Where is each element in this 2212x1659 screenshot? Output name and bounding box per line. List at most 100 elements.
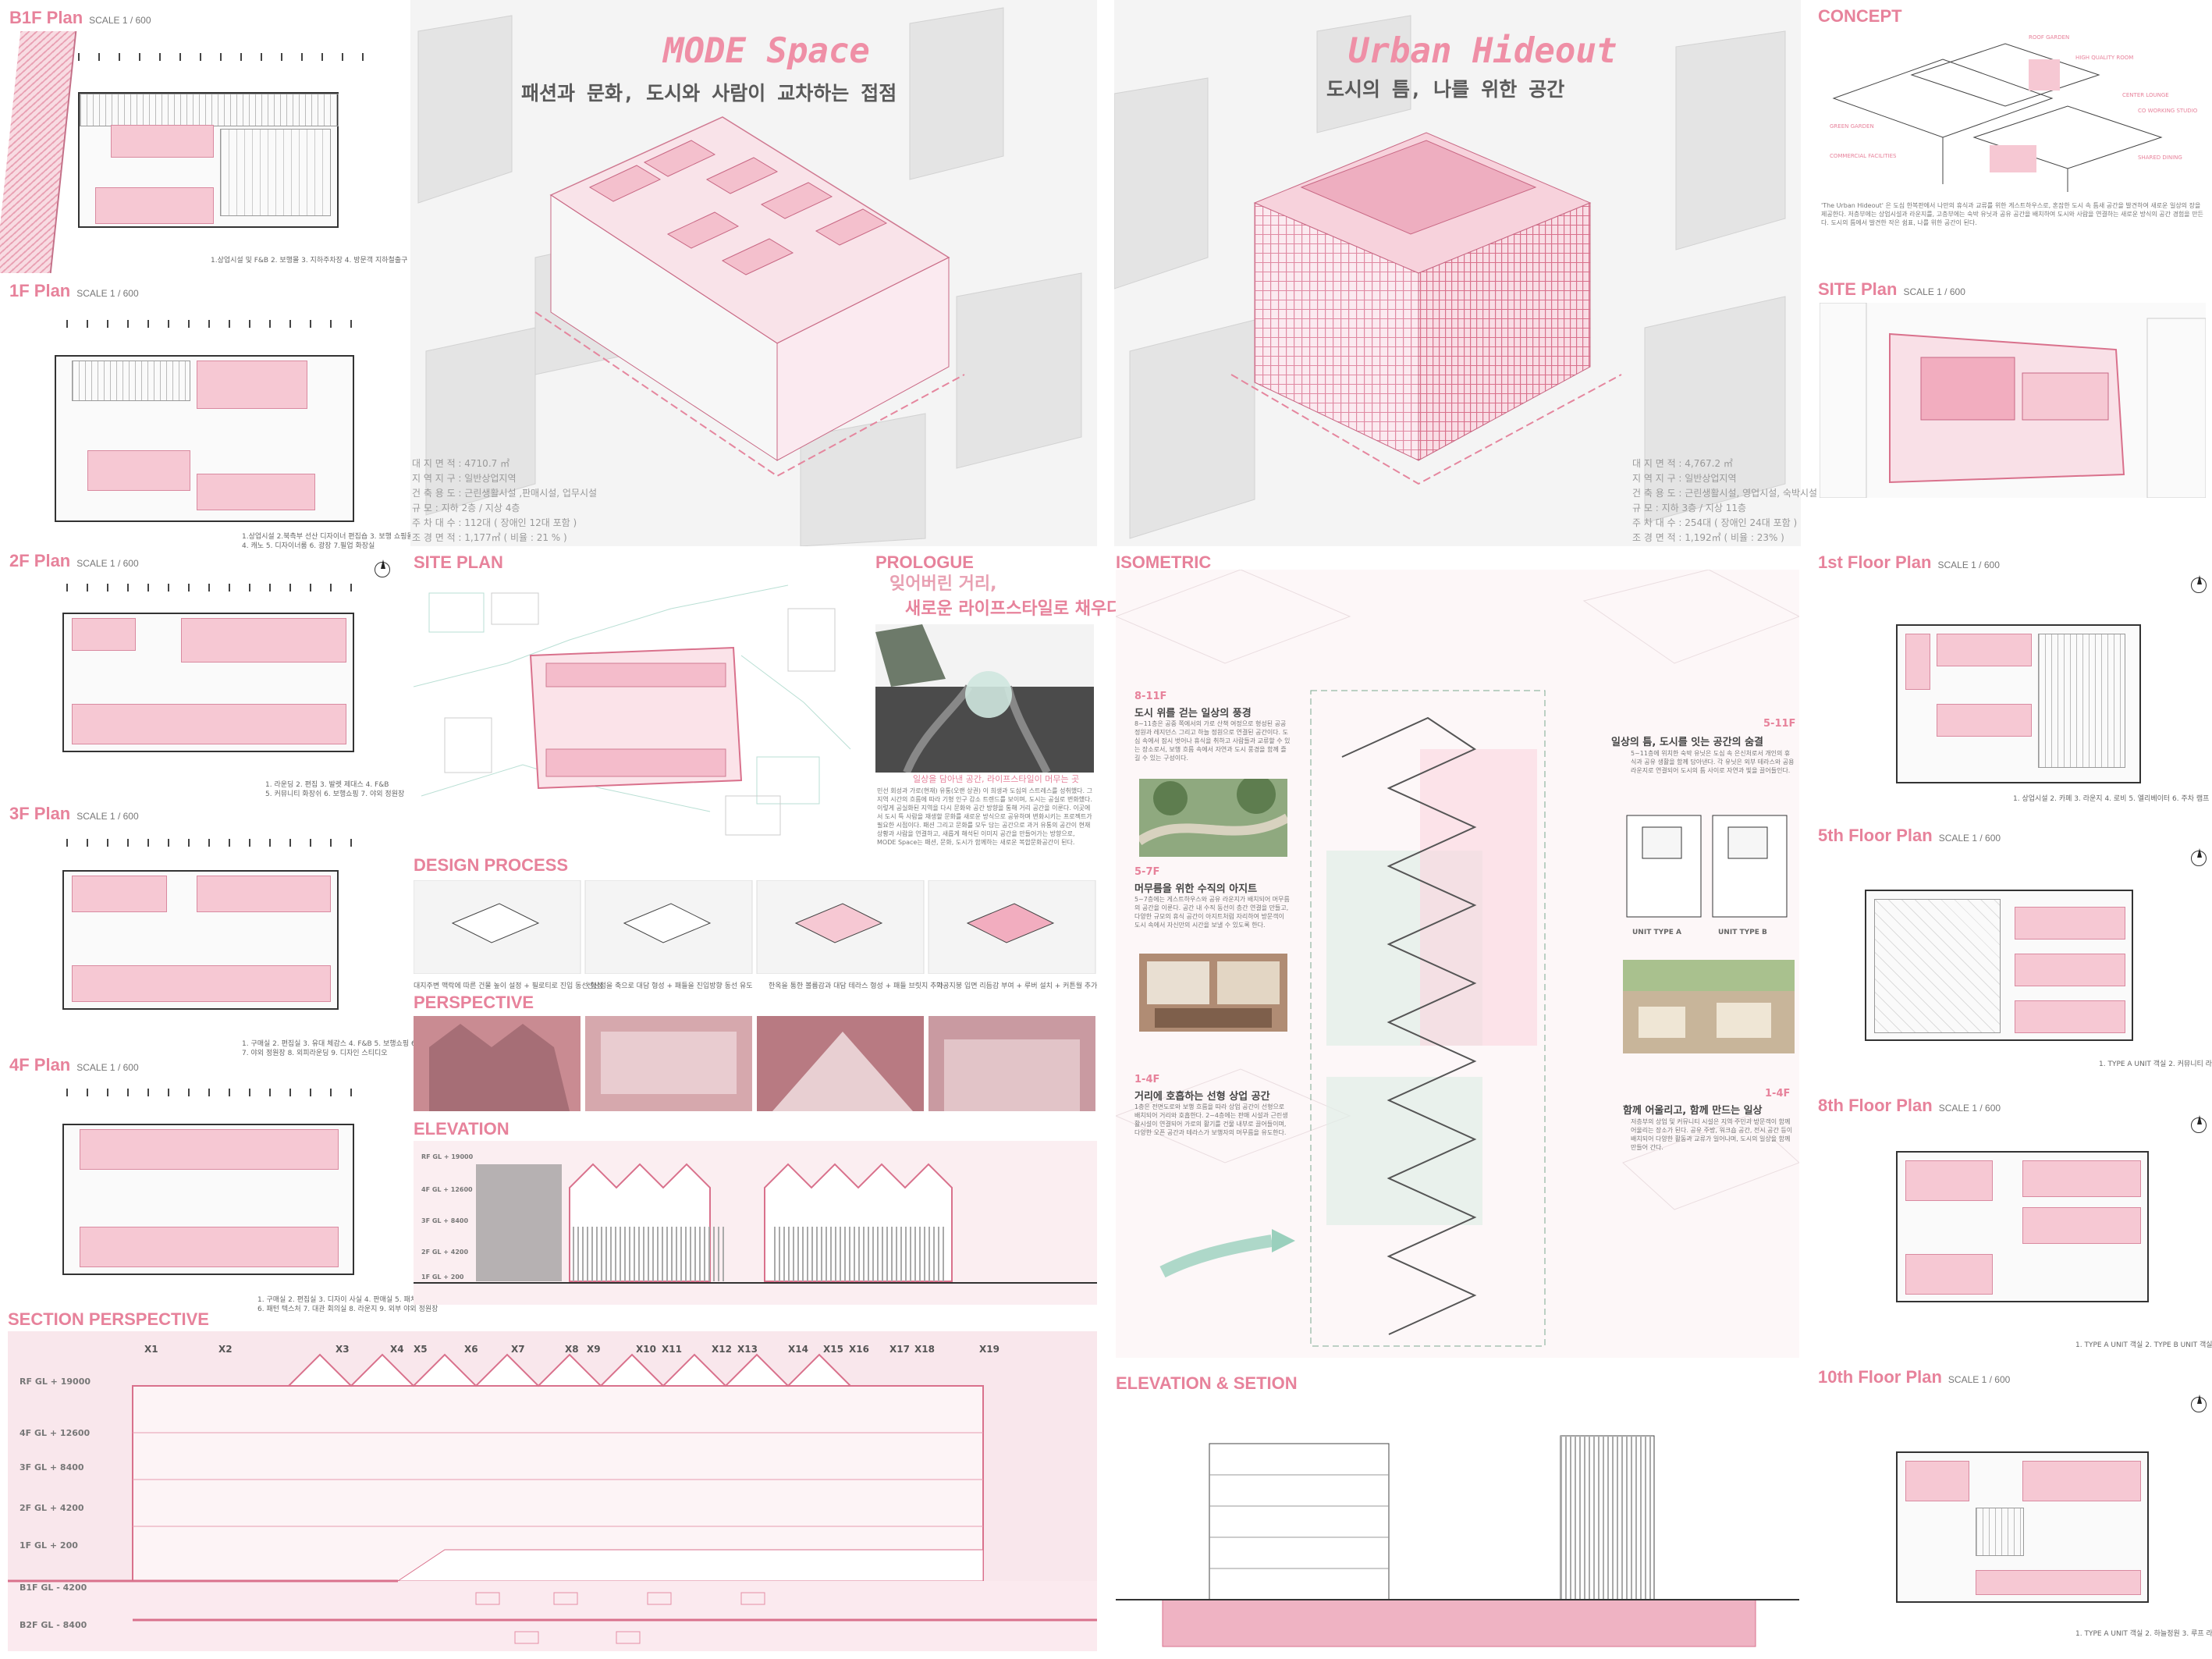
f1-caption-1: 1.상업시설 2.북측부 선산 디자이너 편집숍 3. 보행 쇼핑몰 <box>242 533 414 541</box>
prologue-line-2: 새로운 라이프스타일로 채우다 <box>905 599 1123 619</box>
section-level-b2f: B2F GL - 8400 <box>20 1620 87 1630</box>
prologue-photo-caption: 일상을 담아낸 공간, 라이프스타일이 머무는 곳 <box>913 774 1080 784</box>
prologue-photo <box>875 624 1094 773</box>
unit-type-a-label: UNIT TYPE A <box>1632 929 1681 936</box>
elev-level-rf: RF GL + 19000 <box>421 1153 474 1160</box>
grid-x10: X10 <box>636 1344 656 1355</box>
section-level-1f: 1F GL + 200 <box>20 1540 78 1551</box>
design-step-2: 선산점을 축으로 대담 형성 + 패들을 진입방향 동선 유도 <box>587 982 753 990</box>
iso-tag-1-4f-right: 1-4F <box>1765 1088 1791 1099</box>
iso-photo-garden <box>1139 779 1287 857</box>
prologue-text: 민선 회성과 가로(현재) 유통(오랜 상권) 이 희생과 도심의 스트레스를 … <box>877 787 1092 846</box>
grid-x6: X6 <box>464 1344 478 1355</box>
r1f-caption: 1. 상업시설 2. 카페 3. 라운지 4. 로비 5. 엘리베이터 6. 주… <box>2013 795 2210 803</box>
north-arrow-icon <box>2191 1394 2207 1412</box>
scale-bar <box>66 584 363 591</box>
mode-subtitle: 패션과 문화, 도시와 사람이 교차하는 접점 <box>521 82 897 105</box>
r10f-caption: 1. TYPE A UNIT 객실 2. 하늘정원 3. 루프 라운지 <box>2075 1630 2212 1638</box>
iso-text-1-4f: 1층은 전면도로와 보행 흐름을 따라 상업 공간이 선형으로 배치되어 거리와… <box>1134 1103 1288 1136</box>
elev-level-4f: 4F GL + 12600 <box>421 1186 473 1193</box>
grid-x3: X3 <box>336 1344 350 1355</box>
concept-title: CONCEPT <box>1818 6 1902 26</box>
concept-label-co-working: CO WORKING STUDIO <box>2138 108 2198 114</box>
f3-caption-2: 7. 야외 정원장 8. 외피라운딩 9. 디자인 스티디오 <box>242 1050 388 1057</box>
iso-head-5-7f: 머무름을 위한 수직의 아지트 <box>1134 883 1258 895</box>
b1f-caption: 1.상업시설 및 F&B 2. 보행몰 3. 지하주차장 4. 방문객 지하철출… <box>211 257 408 265</box>
grid-x2: X2 <box>218 1344 233 1355</box>
scale-bar <box>66 320 355 328</box>
r8f-plan-drawing <box>1896 1151 2149 1302</box>
section-level-4f: 4F GL + 12600 <box>20 1428 91 1438</box>
north-arrow-icon <box>375 560 390 577</box>
design-process-diagrams <box>413 879 1097 975</box>
section-perspective-title: SECTION PERSPECTIVE <box>8 1309 209 1329</box>
grid-x17: X17 <box>889 1344 910 1355</box>
mode-hero-panel <box>410 0 1097 546</box>
f3-caption-1: 1. 구매실 2. 편집실 3. 유대 체감스 4. F&B 5. 보행쇼핑 6… <box>242 1040 427 1048</box>
elevation-title: ELEVATION <box>414 1119 510 1139</box>
concept-diagram <box>1818 28 2200 200</box>
f1-caption-2: 4. 캐노 5. 디자이너룸 6. 광장 7.필업 화장실 <box>242 542 375 550</box>
grid-x1: X1 <box>144 1344 158 1355</box>
urban-hero-drawing <box>1114 15 1786 539</box>
f3-plan-drawing <box>62 870 339 1010</box>
f1-plan-drawing <box>55 355 354 522</box>
section-level-3f: 3F GL + 8400 <box>20 1462 84 1472</box>
elevation-section-title: ELEVATION & SETION <box>1116 1373 1298 1393</box>
f2-caption-1: 1. 라운딩 2. 편집 3. 발렛 제대스 4. F&B <box>265 781 389 789</box>
mode-title: MODE Space <box>663 31 870 71</box>
grid-x8: X8 <box>565 1344 579 1355</box>
north-arrow-icon <box>2191 575 2207 593</box>
site-plan-title: SITE PLAN <box>414 552 503 572</box>
iso-head-1-4f: 거리에 호흡하는 선형 상업 공간 <box>1134 1091 1270 1103</box>
f4-caption-2: 6. 패턴 텍스처 7. 대관 회의실 8. 라운지 9. 외부 야외 정원장 <box>257 1306 438 1313</box>
iso-head-8-11f: 도시 위를 걷는 일상의 풍경 <box>1134 708 1252 719</box>
scale-bar <box>78 53 375 61</box>
design-step-4: 막공지붕 입면 리듬감 부여 + 루버 설치 + 커튼월 추가 <box>936 982 1098 990</box>
f4-caption-1: 1. 구매실 2. 편집실 3. 디자이 사실 4. 판매실 5. 패치공간 <box>257 1296 430 1304</box>
prologue-line-1: 잊어버린 거리, <box>889 574 997 594</box>
grid-x4: X4 <box>390 1344 404 1355</box>
site-plan-drawing <box>413 577 858 851</box>
grid-x15: X15 <box>823 1344 843 1355</box>
iso-photo-lounge <box>1139 954 1287 1032</box>
iso-head-5-11f: 일상의 틈, 도시를 잇는 공간의 숨결 <box>1611 737 1764 748</box>
grid-x19: X19 <box>979 1344 999 1355</box>
iso-text-5-11f: 5~11층에 위치한 숙박 유닛은 도심 속 은신처로서 개인의 휴식과 공유 … <box>1631 750 1795 774</box>
r8f-caption: 1. TYPE A UNIT 객실 2. TYPE B UNIT 객실 3. 공… <box>2075 1341 2212 1349</box>
concept-text: 'The Urban Hideout' 은 도심 한복판에서 나만의 휴식과 교… <box>1821 202 2203 226</box>
iso-tag-8-11f: 8-11F <box>1134 691 1167 702</box>
r10f-plan-drawing <box>1896 1451 2149 1603</box>
concept-label-commercial: COMMERCIAL FACILITIES <box>1830 153 1897 159</box>
r5f-plan-drawing <box>1865 890 2133 1041</box>
prologue-title: PROLOGUE <box>875 552 974 572</box>
iso-photo-cafe <box>1623 960 1795 1053</box>
concept-label-roof-garden: ROOF GARDEN <box>2029 34 2070 41</box>
perspective-title: PERSPECTIVE <box>414 993 534 1012</box>
grid-x14: X14 <box>788 1344 808 1355</box>
grid-x5: X5 <box>414 1344 428 1355</box>
section-level-2f: 2F GL + 4200 <box>20 1503 84 1513</box>
grid-x16: X16 <box>849 1344 869 1355</box>
section-perspective-drawing <box>8 1331 1097 1651</box>
design-step-1: 대지주변 맥락에 따른 건물 높이 설정 + 필로티로 진입 동선 형성 <box>414 982 604 990</box>
elev-level-3f: 3F GL + 8400 <box>421 1217 469 1224</box>
iso-text-1-4f-right: 저층부의 상업 및 커뮤니티 시설은 지역 주민과 방문객이 함께 어울리는 장… <box>1631 1118 1793 1151</box>
b1f-plan-drawing <box>78 92 339 228</box>
site-plan-r-drawing <box>1819 302 2207 499</box>
concept-label-center-lounge: CENTER LOUNGE <box>2122 92 2169 98</box>
f2-caption-2: 5. 커뮤니티 화장쉬 6. 보행쇼핑 7. 야외 정원장 <box>265 790 405 798</box>
concept-label-high-quality-room: HIGH QUALITY ROOM <box>2075 55 2134 61</box>
grid-x13: X13 <box>737 1344 758 1355</box>
unit-type-b-label: UNIT TYPE B <box>1718 929 1767 936</box>
grid-x7: X7 <box>511 1344 525 1355</box>
iso-text-8-11f: 8~11층은 공중 쪽에서의 가로 산책 여정으로 형성된 공공 정원과 레지던… <box>1134 720 1291 762</box>
